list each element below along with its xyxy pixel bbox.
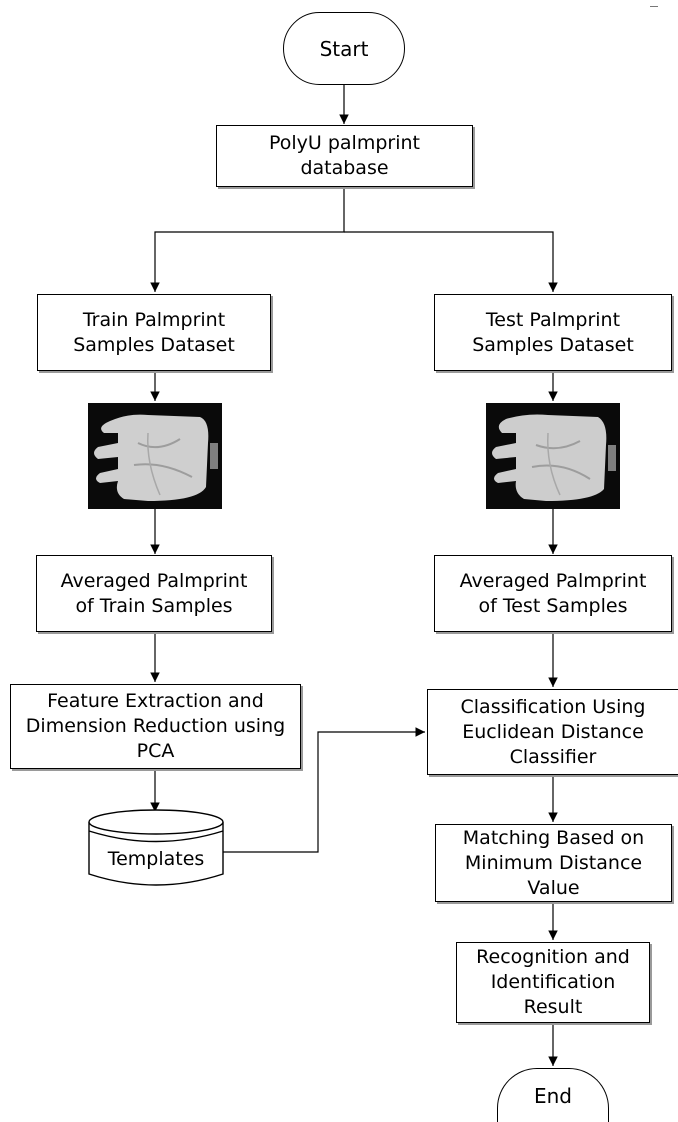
- recognition-node: Recognition and Identification Result: [456, 942, 650, 1023]
- arrow-database-split: [150, 186, 345, 292]
- test-dataset-label: Test Palmprint Samples Dataset: [472, 308, 634, 356]
- start-terminal: Start: [283, 12, 405, 85]
- train-dataset-label: Train Palmprint Samples Dataset: [73, 308, 235, 356]
- database-label: PolyU palmprint database: [268, 132, 420, 179]
- test-average-label: Averaged Palmprint of Test Samples: [459, 569, 647, 617]
- corner-mark: [650, 6, 658, 7]
- feature-extraction-label: Feature Extraction and Dimension Reducti…: [25, 690, 286, 762]
- test-dataset-node: Test Palmprint Samples Dataset: [434, 294, 672, 371]
- arrow-database-to-test: [344, 231, 558, 292]
- arrow-templates-to-classification: [223, 727, 425, 853]
- train-palmprint-image: [88, 403, 222, 509]
- test-palmprint-image: [486, 403, 620, 509]
- database-node: PolyU palmprint database: [216, 125, 473, 187]
- matching-label: Matching Based on Minimum Distance Value: [462, 826, 645, 899]
- classification-node: Classification Using Euclidean Distance …: [427, 689, 678, 775]
- end-terminal: End: [497, 1068, 609, 1122]
- start-label: Start: [319, 36, 369, 61]
- recognition-label: Recognition and Identification Result: [476, 946, 630, 1018]
- classification-label: Classification Using Euclidean Distance …: [460, 695, 646, 768]
- test-average-node: Averaged Palmprint of Test Samples: [434, 555, 672, 632]
- feature-extraction-node: Feature Extraction and Dimension Reducti…: [10, 684, 301, 769]
- templates-database-shape: [88, 809, 224, 886]
- train-average-label: Averaged Palmprint of Train Samples: [60, 569, 248, 617]
- matching-node: Matching Based on Minimum Distance Value: [435, 824, 672, 902]
- train-average-node: Averaged Palmprint of Train Samples: [36, 555, 272, 632]
- train-dataset-node: Train Palmprint Samples Dataset: [37, 294, 271, 371]
- end-label: End: [533, 1083, 572, 1108]
- templates-label: Templates: [107, 848, 205, 870]
